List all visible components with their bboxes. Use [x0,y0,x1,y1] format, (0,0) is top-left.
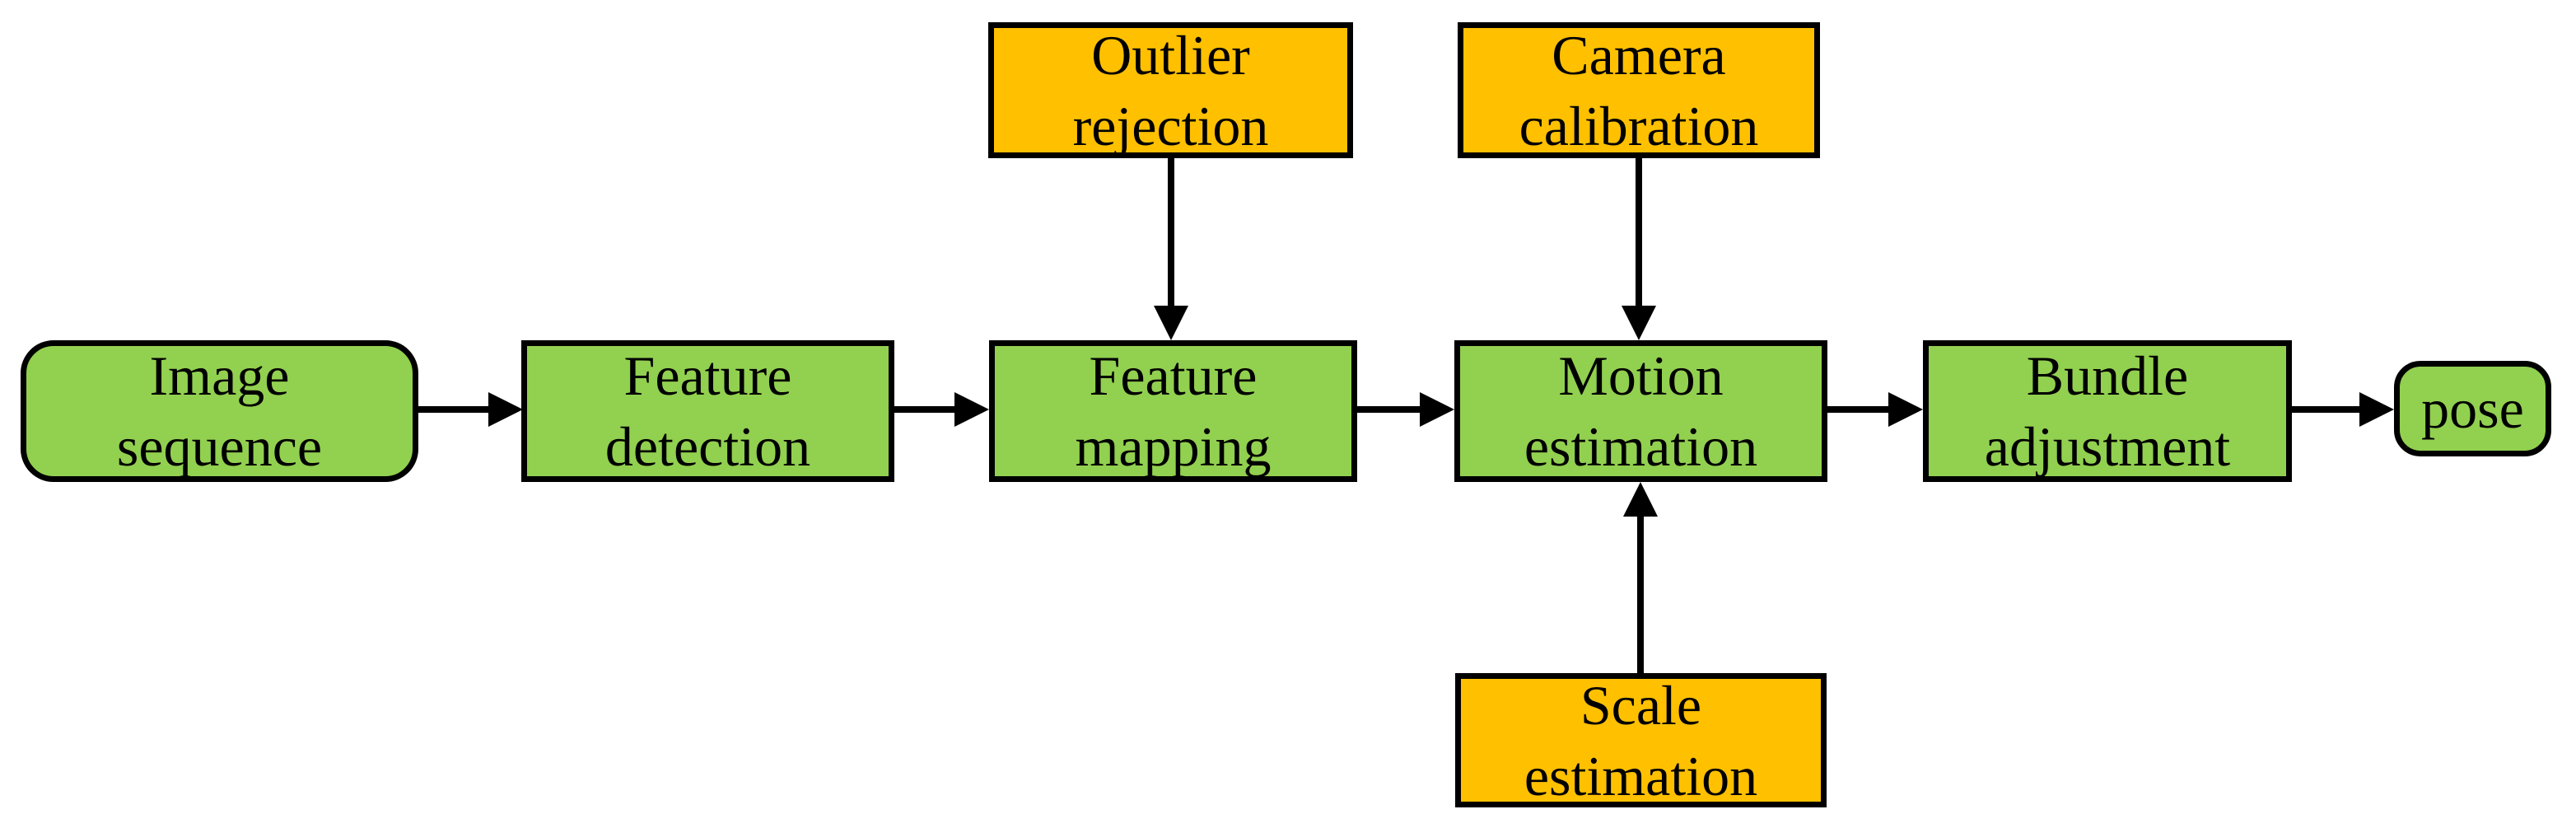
arrowhead-down-icon [1622,306,1656,340]
node-label: Motion estimation [1524,344,1758,478]
edge-line [1637,514,1644,673]
edge-line [1636,158,1642,308]
node-feature-detection: Feature detection [521,340,894,482]
arrowhead-right-icon [1420,392,1454,427]
edge-line [2292,406,2364,413]
arrowhead-right-icon [954,392,989,427]
node-label: Feature detection [604,344,811,478]
node-label: Camera calibration [1519,23,1759,157]
node-camera-calibration: Camera calibration [1458,22,1820,158]
arrowhead-right-icon [488,392,523,427]
node-label: Feature mapping [1075,344,1272,478]
node-bundle-adjustment: Bundle adjustment [1923,340,2292,482]
edge-line [1168,158,1174,308]
arrowhead-up-icon [1623,482,1658,517]
node-pose: pose [2394,361,2551,456]
edge-line [1827,406,1893,413]
node-image-sequence: Image sequence [21,340,418,482]
node-scale-estimation: Scale estimation [1455,673,1827,807]
node-label: Bundle adjustment [1984,344,2231,478]
edge-line [1357,406,1425,413]
node-label: pose [2421,377,2524,440]
arrowhead-right-icon [1888,392,1923,427]
arrowhead-right-icon [2359,392,2394,427]
node-label: Outlier rejection [1072,23,1269,157]
edge-line [894,406,960,413]
node-label: Image sequence [116,344,323,478]
arrowhead-down-icon [1154,306,1188,340]
node-label: Scale estimation [1524,673,1758,807]
node-feature-mapping: Feature mapping [989,340,1357,482]
node-motion-estimation: Motion estimation [1454,340,1827,482]
edge-line [418,406,494,413]
node-outlier-rejection: Outlier rejection [988,22,1353,158]
